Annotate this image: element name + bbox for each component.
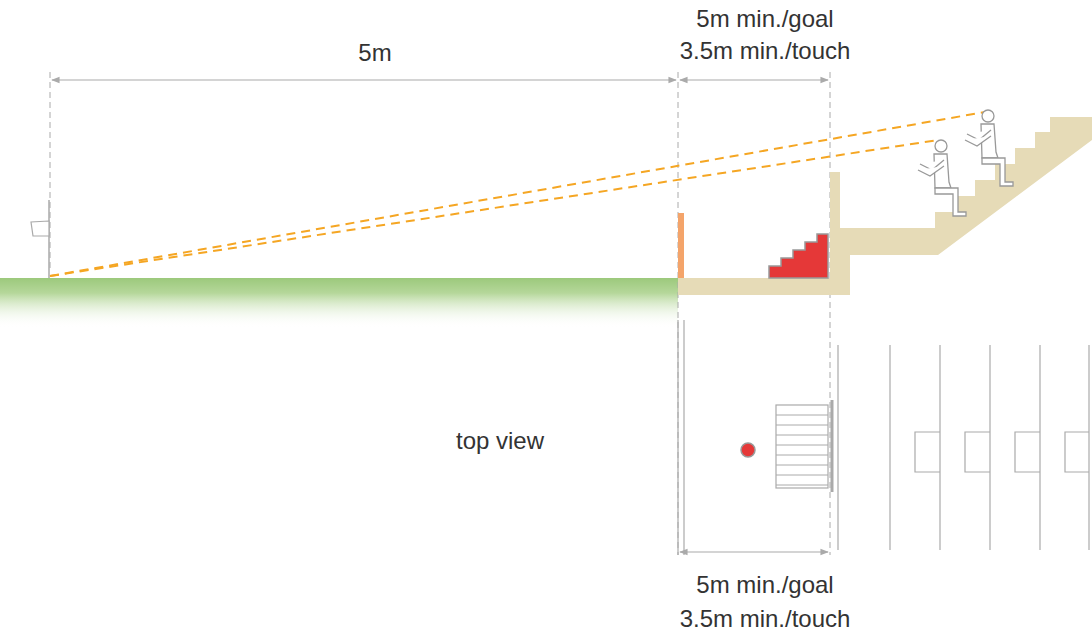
dimension-label: 5m min./goal: [696, 7, 833, 31]
stair-tread: [776, 425, 828, 426]
stair-tread: [776, 455, 828, 456]
corner-flag: [31, 221, 49, 236]
dimension-label: 5m: [358, 41, 391, 65]
advertising-board: [678, 213, 684, 278]
stair-tread: [776, 415, 828, 416]
view-label: top view: [456, 429, 544, 453]
stair-tread: [776, 435, 828, 436]
dimension-label: 3.5m min./touch: [680, 39, 851, 63]
spectators: [918, 110, 1013, 216]
pitch-grass: [0, 278, 678, 328]
sightlines: [50, 112, 985, 276]
marker-dot: [741, 443, 755, 457]
moat-floor: [678, 278, 840, 295]
top-view-plan: [678, 320, 1089, 555]
stair-tread: [776, 465, 828, 466]
stair-tread: [776, 485, 828, 486]
stair-tread: [776, 445, 828, 446]
dimension-label: 5m min./goal: [696, 573, 833, 597]
dimension-lines: [52, 80, 828, 552]
stair-tread: [776, 475, 828, 476]
extension-lines: [50, 72, 830, 555]
stand: [830, 117, 1092, 295]
stair-treads: [776, 415, 828, 485]
dimension-label: 3.5m min./touch: [680, 607, 851, 631]
steps: [769, 234, 828, 278]
